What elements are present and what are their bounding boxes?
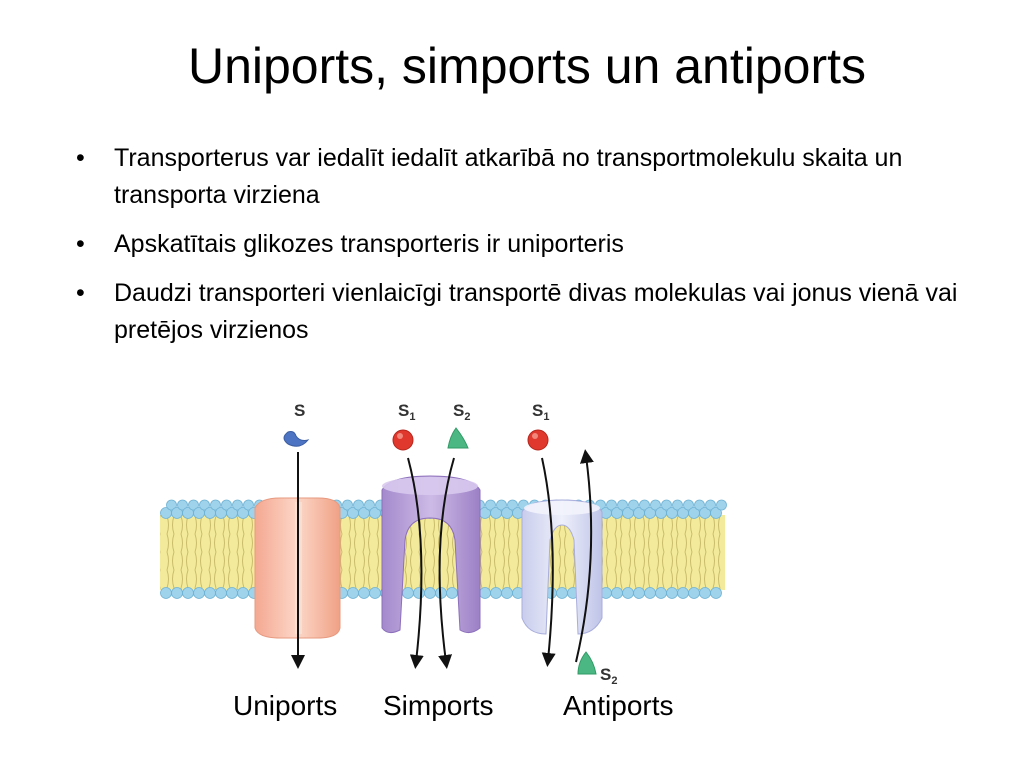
lipid-head bbox=[705, 499, 716, 511]
bullet-item: • Transporterus var iedalīt iedalīt atka… bbox=[72, 140, 992, 214]
lipid-head bbox=[661, 499, 672, 511]
lipid-head bbox=[353, 499, 364, 511]
lipid-head bbox=[507, 499, 518, 511]
bullet-item: • Daudzi transporteri vienlaicīgi transp… bbox=[72, 275, 992, 349]
antiporter-protein bbox=[521, 499, 603, 635]
lipid-head bbox=[369, 587, 381, 599]
membrane-tails bbox=[160, 515, 725, 590]
lipid-head bbox=[677, 587, 689, 599]
antiport-arrow-down bbox=[541, 457, 556, 667]
lipid-head bbox=[358, 587, 370, 599]
antiport-arrow-up bbox=[575, 449, 594, 663]
lipid-head bbox=[402, 587, 414, 599]
lipid-head bbox=[199, 499, 210, 511]
lipid-head bbox=[556, 587, 568, 599]
lipid-head bbox=[622, 587, 634, 599]
lipid-head bbox=[490, 587, 502, 599]
lipid-head bbox=[364, 499, 375, 511]
lipid-head bbox=[710, 507, 722, 519]
lipid-head bbox=[221, 499, 232, 511]
lipid-head bbox=[496, 499, 507, 511]
symport-arrow-s1 bbox=[407, 457, 424, 669]
lipid-head bbox=[204, 587, 216, 599]
lipid-head bbox=[501, 587, 513, 599]
symporter-protein bbox=[381, 475, 481, 634]
molecule-s2-icon bbox=[447, 427, 469, 449]
bullet-text: Apskatītais glikozes transporteris ir un… bbox=[114, 230, 624, 258]
lipid-head bbox=[644, 587, 656, 599]
lipid-head bbox=[171, 587, 183, 599]
lipid-head bbox=[232, 499, 243, 511]
bullet-text: Transporterus var iedalīt iedalīt atkarī… bbox=[114, 144, 903, 209]
lipid-head bbox=[639, 499, 650, 511]
lipid-head bbox=[479, 587, 491, 599]
label-symport: Simports bbox=[383, 690, 494, 721]
label-antiport: Antiports bbox=[563, 690, 674, 721]
lipid-head bbox=[710, 587, 722, 599]
lipid-head bbox=[683, 499, 694, 511]
lipid-head bbox=[446, 587, 458, 599]
molecule-label-antiport-s1: S1 bbox=[532, 401, 549, 423]
bullet-marker: • bbox=[76, 279, 85, 307]
lipid-head bbox=[177, 499, 188, 511]
lipid-head bbox=[215, 587, 227, 599]
lipid-head bbox=[342, 499, 353, 511]
molecule-antiport-s1-icon bbox=[527, 429, 549, 451]
lipid-head bbox=[226, 587, 238, 599]
molecule-label-s: S bbox=[294, 401, 305, 420]
lipid-head bbox=[188, 499, 199, 511]
lipid-head bbox=[237, 587, 249, 599]
membrane-transport-diagram: S S1 S2 S1 S2 bbox=[160, 401, 727, 687]
lipid-head bbox=[160, 587, 172, 599]
lipid-head bbox=[694, 499, 705, 511]
lipid-head bbox=[716, 499, 727, 511]
molecule-antiport-s2-icon bbox=[577, 651, 597, 675]
transport-type-labels: Uniports Simports Antiports bbox=[0, 690, 1024, 730]
lipid-head bbox=[485, 499, 496, 511]
lipid-head bbox=[611, 587, 623, 599]
label-uniport: Uniports bbox=[233, 690, 338, 721]
lipid-head bbox=[413, 587, 425, 599]
lipid-head bbox=[633, 587, 645, 599]
bullet-list: • Transporterus var iedalīt iedalīt atka… bbox=[72, 140, 992, 361]
lipid-head bbox=[347, 587, 359, 599]
lipid-head bbox=[243, 499, 254, 511]
lipid-head bbox=[666, 587, 678, 599]
molecule-label-s1: S1 bbox=[398, 401, 415, 423]
bullet-text: Daudzi transporteri vienlaicīgi transpor… bbox=[114, 279, 958, 344]
slide-title: Uniports, simports un antiports bbox=[187, 38, 867, 94]
lipid-head bbox=[628, 499, 639, 511]
molecule-s-icon bbox=[283, 431, 310, 447]
lipid-head bbox=[688, 587, 700, 599]
lipid-head bbox=[182, 587, 194, 599]
lipid-head bbox=[166, 499, 177, 511]
lipid-head bbox=[210, 499, 221, 511]
lipid-head bbox=[424, 587, 436, 599]
bullet-item: • Apskatītais glikozes transporteris ir … bbox=[72, 226, 992, 263]
symport-arrow-s2 bbox=[438, 457, 455, 669]
lipid-head bbox=[617, 499, 628, 511]
bullet-marker: • bbox=[76, 144, 85, 172]
bullet-marker: • bbox=[76, 230, 85, 258]
lipid-head bbox=[606, 499, 617, 511]
molecule-label-s2: S2 bbox=[453, 401, 470, 423]
lipid-head bbox=[699, 587, 711, 599]
lipid-head bbox=[193, 587, 205, 599]
lipid-head bbox=[650, 499, 661, 511]
molecule-s1-icon bbox=[392, 429, 414, 451]
lipid-head bbox=[655, 587, 667, 599]
lipid-head bbox=[672, 499, 683, 511]
molecule-label-antiport-s2: S2 bbox=[600, 665, 617, 687]
